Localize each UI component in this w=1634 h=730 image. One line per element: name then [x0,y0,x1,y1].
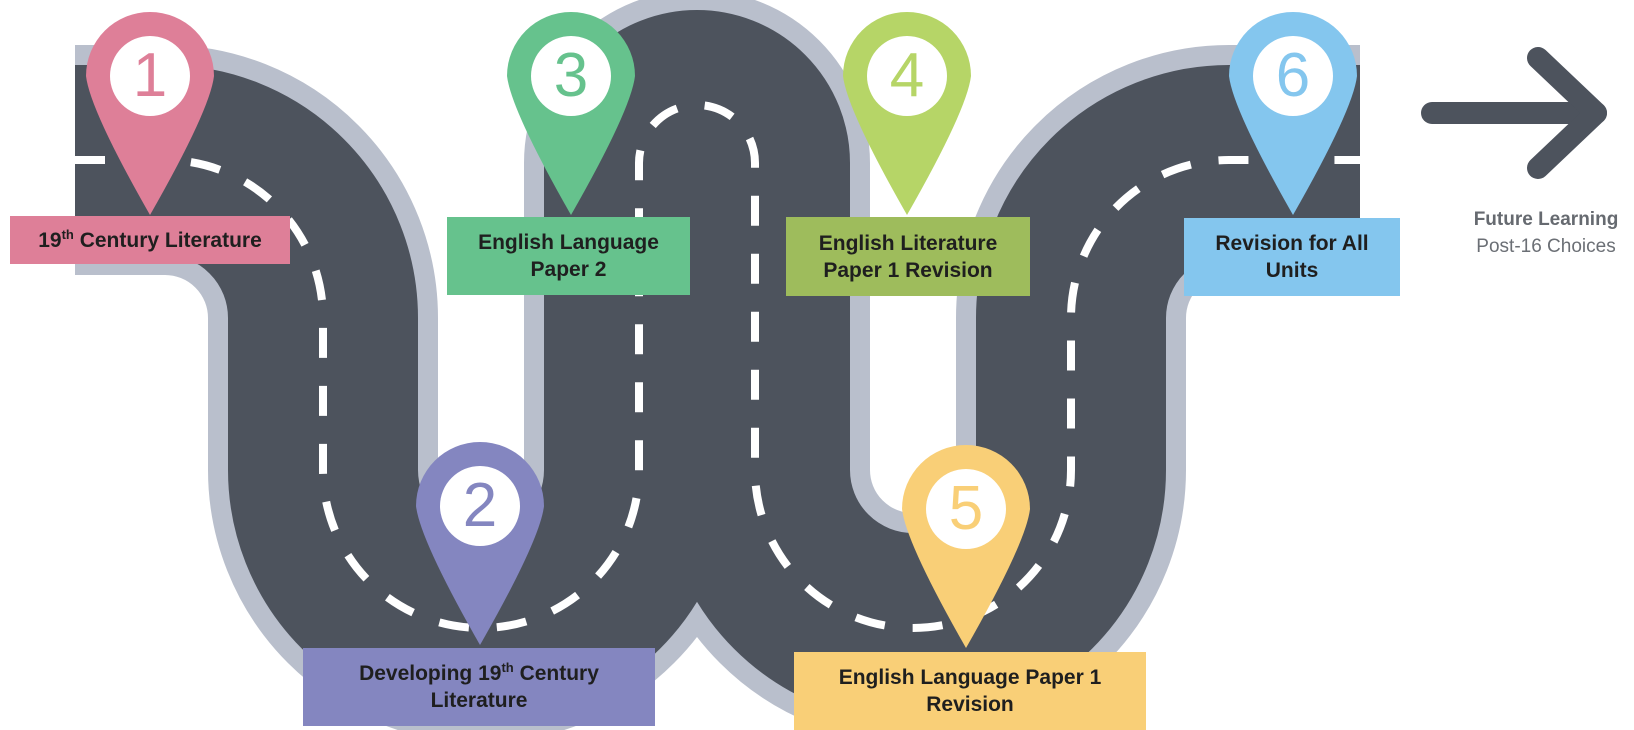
step-6-label-text: Revision for All Units [1215,232,1369,282]
arrow-right-icon [1421,47,1607,179]
pin-6: 6 [1229,12,1357,215]
pin-1: 1 [86,12,214,215]
step-3-label-text: English Language Paper 2 [478,231,659,281]
pin-5-number: 5 [949,474,983,543]
step-4-label: English Literature Paper 1 Revision [786,217,1030,296]
step-3-label: English Language Paper 2 [447,217,690,295]
pin-4-circle [867,36,947,116]
step-6-label: Revision for All Units [1184,218,1400,296]
pin-2: 2 [416,442,544,645]
pin-6-number: 6 [1276,41,1310,110]
road-surface [70,10,1360,723]
future-learning-title: Future Learning [1473,209,1619,230]
pin-1-number: 1 [133,41,167,110]
step-2-label-text: Developing 19th Century Literature [359,660,599,712]
future-learning: Future Learning Post-16 Choices [1458,206,1634,260]
step-4-label-text: English Literature Paper 1 Revision [818,231,998,282]
pin-4-number: 4 [890,41,924,110]
pin-5: 5 [902,445,1030,648]
step-5-label: English Language Paper 1 Revision [794,652,1146,730]
pin-4: 4 [843,12,971,215]
step-1-label: 19th Century Literature [10,216,290,264]
pin-6-circle [1253,36,1333,116]
pin-3-circle [531,36,611,116]
pin-5-circle [926,469,1006,549]
pin-3-number: 3 [554,41,588,110]
step-5-label-text: English Language Paper 1 Revision [838,666,1102,716]
pin-1-circle [110,36,190,116]
future-learning-subtitle: Post-16 Choices [1476,236,1616,257]
pin-2-circle [440,466,520,546]
pin-3: 3 [507,12,635,215]
step-2-label: Developing 19th Century Literature [303,648,655,726]
step-1-label-text: 19th Century Literature [38,226,262,252]
pin-2-number: 2 [463,471,497,540]
